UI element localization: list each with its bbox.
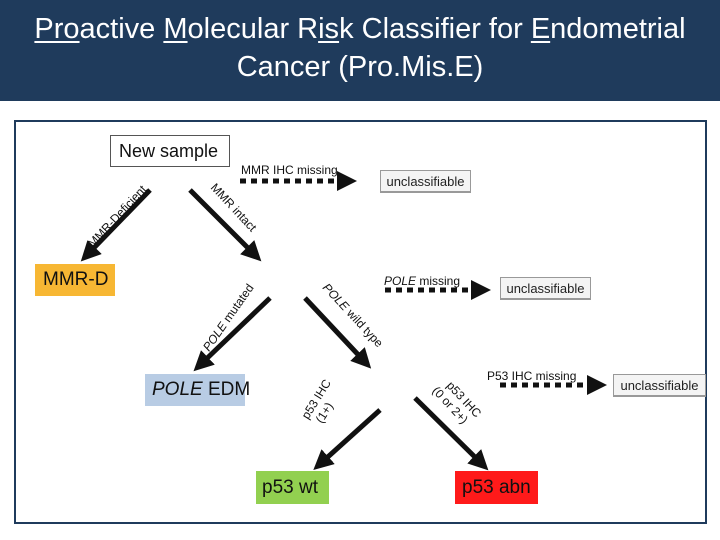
label-pole-wild-type: POLE wild type (320, 280, 386, 350)
arrow-mmr-intact (188, 188, 262, 262)
arrow-pole-wild-type (303, 296, 372, 369)
pole-edm-rest: EDM (202, 379, 251, 400)
unclassifiable-box-3: unclassifiable (613, 374, 706, 397)
title-part: olecular R (187, 13, 319, 45)
new-sample-box: New sample (110, 135, 230, 167)
label-p53-ihc-missing: P53 IHC missing (487, 369, 576, 383)
arrow-mmr-deficient (80, 188, 152, 262)
diagram-frame (14, 120, 707, 524)
label-mmr-ihc-missing: MMR IHC missing (241, 163, 338, 177)
arrow-p53-ihc-0-2 (413, 396, 489, 471)
unclassifiable-box-2: unclassifiable (500, 277, 591, 300)
arrow-p53-ihc-1 (313, 408, 382, 471)
pole-edm-italic: POLE (152, 379, 203, 400)
slide-header (0, 0, 720, 101)
title-line-1: Proactive Molecular Risk Classifier for … (0, 10, 720, 48)
mmr-d-box: MMR-D (35, 264, 115, 296)
label-pole-missing-italic: POLE (384, 274, 417, 288)
label-pole-missing: POLE missing (384, 274, 460, 288)
title-part: M (163, 13, 188, 45)
label-pole-mutated-rest: mutated (218, 281, 256, 327)
pole-edm-box: POLE EDM (145, 374, 250, 406)
unclassifiable-box-1: unclassifiable (380, 170, 471, 193)
title-part: active (79, 13, 164, 45)
title-part: E (530, 13, 551, 45)
p53-abn-box: p53 abn (455, 471, 538, 504)
label-mmr-deficient: MMR-Deficient (85, 182, 150, 250)
label-p53-ihc-1: p53 IHC (1+) (299, 377, 336, 426)
title-part: k Classifier for (339, 13, 531, 45)
title-part: Pro (34, 13, 80, 45)
title-part: ndometrial (550, 13, 686, 45)
title-line-2: Cancer (Pro.Mis.E) (236, 51, 484, 83)
title-part: is (318, 13, 340, 45)
p53-wt-box: p53 wt (256, 471, 329, 504)
label-mmr-intact: MMR intact (208, 180, 260, 234)
arrow-pole-mutated (193, 296, 272, 372)
slide-title: Proactive Molecular Risk Classifier for … (0, 10, 720, 86)
label-pole-missing-rest: missing (416, 274, 460, 288)
